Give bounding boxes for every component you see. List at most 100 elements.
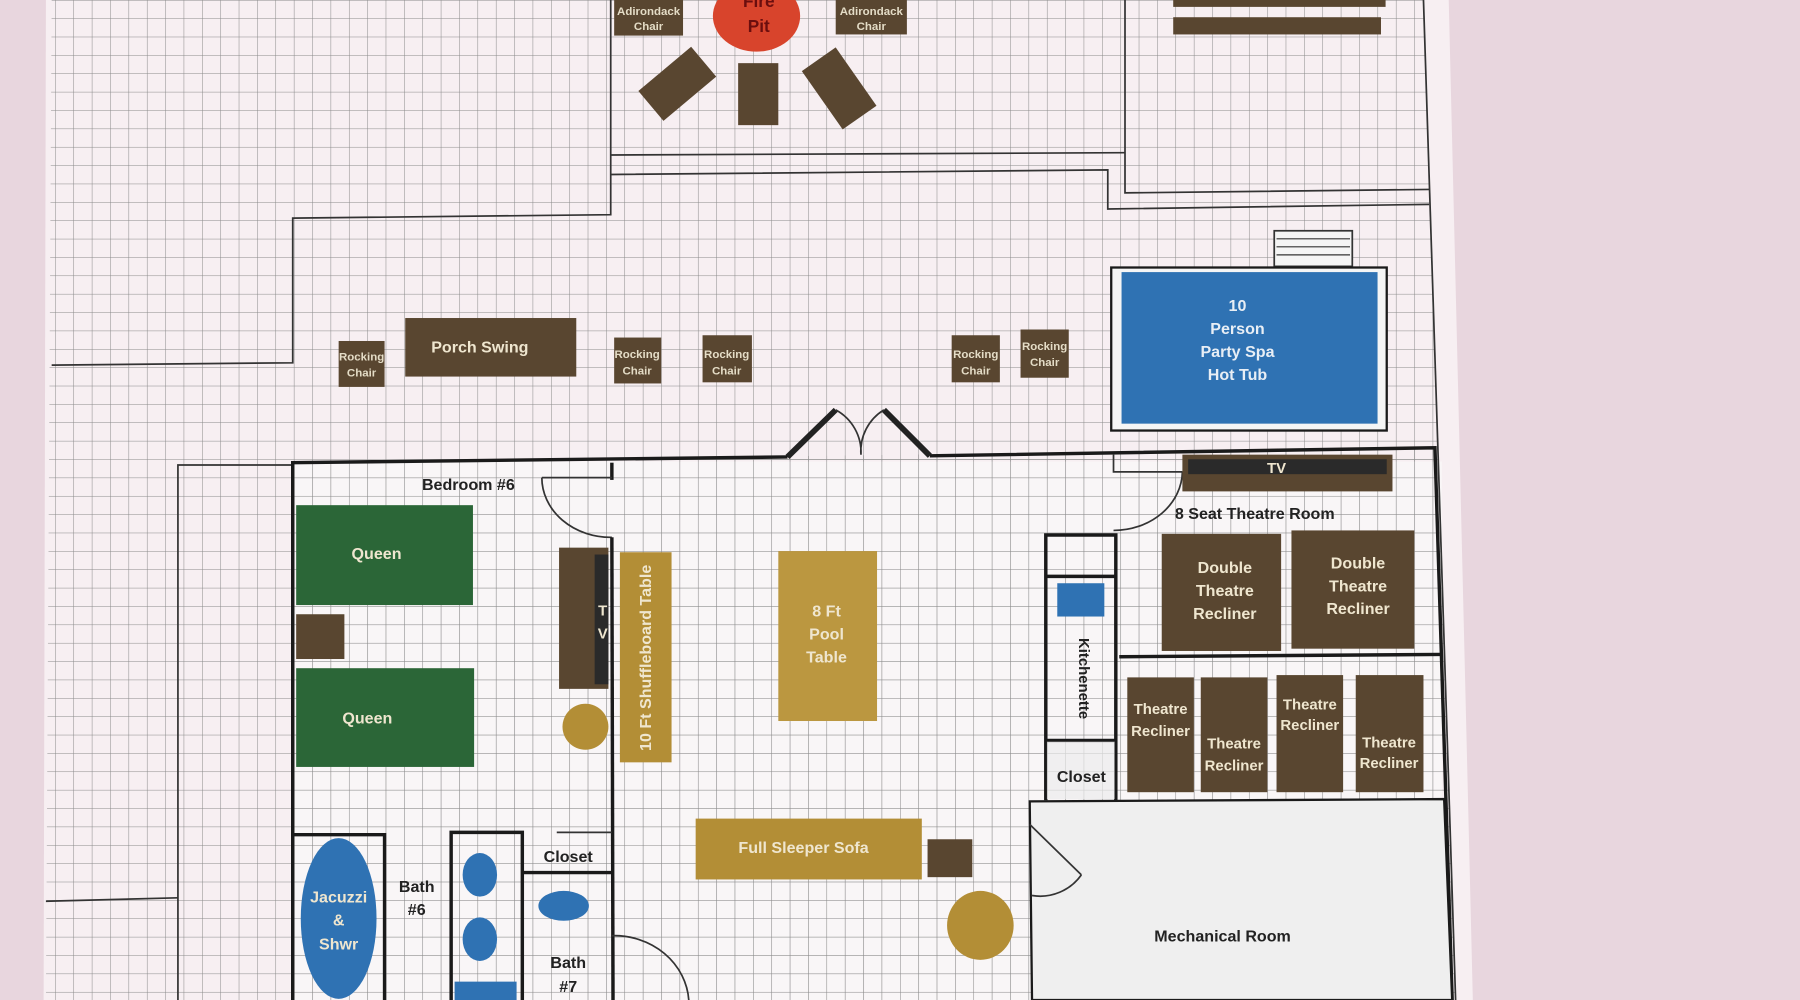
label: Person: [1210, 320, 1264, 338]
label: Queen: [352, 545, 402, 563]
sink: [462, 853, 498, 897]
queen-bed: Queen: [296, 668, 475, 767]
mechanical-room: Mechanical Room: [1028, 797, 1454, 1000]
hot-tub-steps: [1273, 229, 1354, 268]
toilet: [538, 890, 589, 921]
label: Recliner: [1205, 757, 1264, 774]
hot-tub: 10 Person Party Spa Hot Tub: [1110, 229, 1388, 432]
bath7-label: Bath: [550, 954, 586, 972]
recliner: Theatre Recliner: [1276, 675, 1344, 793]
queen-bed: Queen: [296, 505, 473, 606]
bench: [1173, 0, 1386, 7]
recliner: Theatre Recliner: [1355, 675, 1424, 793]
chair: [738, 63, 779, 126]
label: Fire: [743, 0, 775, 11]
label: Full Sleeper Sofa: [738, 839, 869, 857]
label: Chair: [347, 368, 377, 380]
rocking-chair: Rocking Chair: [951, 335, 1000, 383]
round-chair: [947, 890, 1014, 960]
jacuzzi: Jacuzzi & Shwr: [300, 838, 377, 999]
chair: [638, 46, 717, 121]
label: Chair: [1030, 357, 1060, 369]
label: 10: [1229, 297, 1247, 315]
sink: [462, 917, 498, 961]
kitchenette: Kitchenette: [1057, 583, 1105, 719]
label: Queen: [342, 709, 392, 727]
label: Rocking: [953, 349, 998, 361]
nightstand: [296, 614, 345, 660]
label: Theatre: [1196, 582, 1254, 600]
porch-swing: Porch Swing: [405, 318, 577, 377]
label: Theatre: [1134, 701, 1188, 718]
label: 8 Ft: [812, 603, 841, 621]
label: Recliner: [1280, 717, 1339, 734]
label: Kitchenette: [1075, 638, 1092, 719]
chair: [801, 47, 877, 130]
label: Porch Swing: [431, 338, 528, 356]
label: Recliner: [1131, 723, 1190, 740]
label: Chair: [622, 365, 652, 377]
label: Rocking: [339, 352, 384, 364]
label: Chair: [712, 365, 742, 377]
tv-console: T V: [559, 547, 609, 689]
label: Hot Tub: [1208, 366, 1268, 384]
label: Rocking: [614, 349, 659, 361]
end-table: [927, 839, 973, 878]
label: Party Spa: [1200, 343, 1275, 361]
adirondack-chair: Adirondack Chair: [835, 0, 907, 35]
label: Recliner: [1193, 605, 1256, 623]
bath7-label: #7: [559, 978, 577, 996]
label: Shwr: [319, 935, 358, 953]
label: Chair: [961, 365, 991, 377]
rocking-chair: Rocking Chair: [1020, 329, 1069, 378]
label: &: [333, 911, 345, 929]
bench: [1173, 17, 1381, 35]
rocking-chair: Rocking Chair: [702, 335, 752, 383]
fire-pit: Fire Pit: [712, 0, 801, 52]
label: Rocking: [704, 349, 749, 361]
label: T: [598, 602, 607, 619]
bath6-label: #6: [408, 901, 426, 919]
label: Theatre: [1207, 736, 1261, 753]
double-recliner: Double Theatre Recliner: [1161, 533, 1282, 651]
closet: Closet: [1046, 741, 1115, 800]
label: Chair: [857, 21, 887, 33]
label: Theatre: [1362, 734, 1416, 751]
sink: [1057, 583, 1105, 617]
label: Pool: [809, 625, 844, 643]
label: Theatre: [1283, 697, 1337, 714]
label: 10 Ft Shuffleboard Table: [637, 565, 655, 751]
label: V: [598, 625, 608, 642]
label: Double: [1331, 554, 1385, 572]
adirondack-chair: Adirondack Chair: [614, 0, 684, 36]
label: Closet: [1057, 768, 1107, 786]
recliner: Theatre Recliner: [1200, 677, 1268, 793]
building-walls: [291, 407, 1454, 1000]
label: Pit: [748, 16, 770, 36]
label: Double: [1198, 559, 1252, 577]
bath-closet-label: Closet: [544, 848, 594, 866]
label: Recliner: [1326, 600, 1389, 618]
label: Recliner: [1360, 755, 1419, 772]
label: TV: [1267, 460, 1286, 477]
label: Chair: [634, 21, 664, 33]
bedroom-title: Bedroom #6: [422, 476, 515, 494]
theatre-tv: TV: [1182, 454, 1393, 492]
bath6-label: Bath: [399, 878, 435, 896]
rocking-chair: Rocking Chair: [614, 337, 662, 384]
label: Adirondack: [840, 6, 904, 18]
shuffleboard-table: 10 Ft Shuffleboard Table: [619, 552, 672, 763]
pool-table: 8 Ft Pool Table: [778, 551, 878, 722]
label: Rocking: [1022, 341, 1067, 353]
label: Mechanical Room: [1154, 927, 1291, 945]
round-table: [562, 703, 609, 750]
theatre-title: 8 Seat Theatre Room: [1175, 505, 1335, 523]
rocking-chair: Rocking Chair: [338, 340, 385, 387]
label: Adirondack: [617, 6, 681, 18]
double-recliner: Double Theatre Recliner: [1291, 530, 1415, 649]
shower: [454, 981, 517, 1000]
label: Theatre: [1329, 577, 1387, 595]
deck-outlines: [45, 0, 1457, 1000]
label: Table: [806, 648, 847, 666]
